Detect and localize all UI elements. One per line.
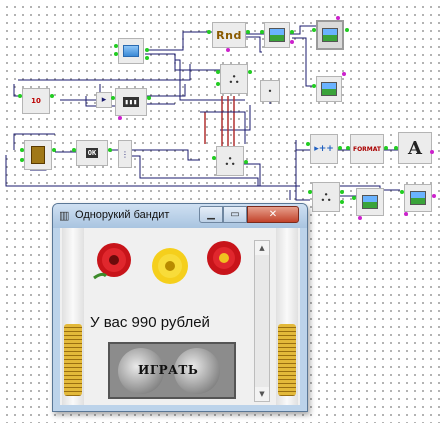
hierarchy-icon: ⛬ bbox=[321, 189, 331, 205]
picture-icon bbox=[321, 82, 337, 96]
vertical-scrollbar[interactable]: ▲ ▼ bbox=[254, 240, 270, 402]
scroll-up-arrow[interactable]: ▲ bbox=[255, 241, 269, 255]
text-component[interactable]: A bbox=[398, 132, 432, 164]
maximize-icon: ▭ bbox=[230, 209, 240, 220]
app-window[interactable]: ▥ Однорукий бандит ▁ ▭ ✕ У вас 990 рубле… bbox=[52, 203, 308, 412]
hierarchy-icon: ⛬ bbox=[225, 153, 235, 169]
button-label: OK bbox=[85, 148, 99, 158]
picture-icon bbox=[322, 28, 338, 42]
image-component-4[interactable] bbox=[404, 184, 432, 212]
right-coin-stack bbox=[278, 324, 296, 396]
minimize-icon: ▁ bbox=[207, 209, 215, 220]
hierarchy-icon: ⛬ bbox=[229, 71, 239, 87]
reel-3-red-flower bbox=[207, 241, 241, 275]
memory-component[interactable] bbox=[24, 140, 52, 170]
format-component[interactable]: FORMAT bbox=[350, 134, 384, 164]
format-label: FORMAT bbox=[352, 145, 382, 153]
arrow-icon: ▸ bbox=[101, 95, 107, 105]
image-component-3[interactable] bbox=[356, 188, 384, 216]
minimize-button[interactable]: ▁ bbox=[199, 206, 223, 223]
picture-icon bbox=[269, 28, 285, 42]
play-button[interactable]: ИГРАТЬ bbox=[108, 342, 236, 399]
window-component[interactable] bbox=[118, 38, 144, 64]
picture-icon bbox=[410, 191, 426, 205]
window-title: Однорукий бандит bbox=[75, 209, 170, 221]
switch-component[interactable]: ⛬ bbox=[220, 64, 248, 94]
generator-label: ▸++ bbox=[314, 144, 334, 154]
buffer-icon: ▮▮▮ bbox=[122, 97, 140, 107]
memory-icon bbox=[31, 146, 45, 164]
switch-component-3[interactable]: ⛬ bbox=[312, 182, 340, 212]
left-coin-stack bbox=[64, 324, 82, 396]
coin-image-right bbox=[174, 348, 220, 394]
reel-2-yellow-flower bbox=[152, 248, 188, 284]
split-icon: ⋮ bbox=[121, 149, 129, 159]
balance-message: У вас 990 рублей bbox=[90, 314, 210, 331]
close-icon: ✕ bbox=[268, 209, 278, 220]
title-bar[interactable]: ▥ Однорукий бандит ▁ ▭ ✕ bbox=[53, 204, 307, 228]
coin-image-left bbox=[118, 348, 164, 394]
connector-component[interactable]: • bbox=[260, 80, 280, 102]
window-icon bbox=[123, 45, 139, 57]
window-client: У вас 990 рублей ИГРАТЬ ▲ ▼ bbox=[60, 228, 300, 405]
counter-component[interactable]: 10 bbox=[22, 88, 50, 114]
rnd-label: Rnd bbox=[216, 28, 242, 42]
button-component[interactable]: OK bbox=[76, 140, 108, 166]
close-button[interactable]: ✕ bbox=[247, 206, 299, 223]
image-component-2[interactable] bbox=[316, 76, 342, 102]
generator-component[interactable]: ▸++ bbox=[310, 134, 338, 164]
text-label: A bbox=[408, 137, 422, 159]
image-component-selected[interactable] bbox=[316, 20, 344, 50]
picture-icon bbox=[362, 195, 378, 209]
play-button-label: ИГРАТЬ bbox=[138, 363, 199, 377]
scroll-down-arrow[interactable]: ▼ bbox=[255, 387, 269, 401]
app-icon: ▥ bbox=[59, 209, 70, 222]
dot-icon: • bbox=[267, 86, 273, 96]
buffer-component[interactable]: ▮▮▮ bbox=[115, 88, 147, 116]
counter-label: 10 bbox=[31, 97, 41, 105]
splitter-component[interactable]: ⋮ bbox=[118, 140, 132, 168]
node-component[interactable]: ▸ bbox=[96, 92, 112, 108]
rnd-component[interactable]: Rnd bbox=[212, 22, 246, 48]
image-component-1[interactable] bbox=[264, 22, 290, 48]
maximize-button[interactable]: ▭ bbox=[223, 206, 247, 223]
reel-1-red-flower bbox=[93, 243, 131, 280]
switch-component-2[interactable]: ⛬ bbox=[216, 146, 244, 176]
